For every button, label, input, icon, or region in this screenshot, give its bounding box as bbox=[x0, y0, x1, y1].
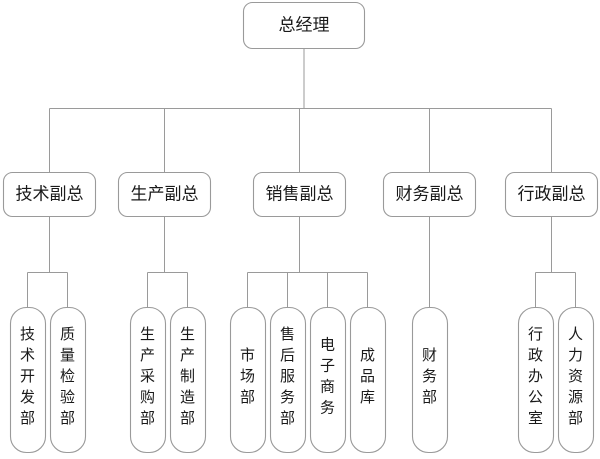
node-box-dept-tech-dev[interactable] bbox=[9, 306, 47, 454]
node-box-dept-manufacture[interactable] bbox=[169, 306, 207, 454]
node-box-dept-quality[interactable] bbox=[49, 306, 87, 454]
node-vp-finance[interactable]: 财务副总 bbox=[382, 171, 477, 218]
node-box-dept-admin-office[interactable] bbox=[517, 306, 555, 454]
node-label-general-manager: 总经理 bbox=[279, 15, 330, 34]
department-nodes: 技术开发部 质量检验部 生产采购部 生产制造部 市场部 售后服务部 电子商务 成品库 财务部 行政… bbox=[9, 306, 595, 454]
node-box-vp-finance[interactable] bbox=[382, 171, 477, 218]
node-label-dept-quality: 质量检验部 bbox=[60, 326, 75, 427]
node-label-vp-sales: 销售副总 bbox=[266, 184, 334, 203]
node-vp-tech[interactable]: 技术副总 bbox=[2, 171, 97, 218]
node-dept-tech-dev[interactable]: 技术开发部 bbox=[9, 306, 47, 454]
node-label-vp-finance: 财务副总 bbox=[396, 184, 464, 203]
node-dept-warehouse[interactable]: 成品库 bbox=[349, 306, 387, 454]
node-label-dept-manufacture: 生产制造部 bbox=[180, 326, 195, 427]
node-dept-manufacture[interactable]: 生产制造部 bbox=[169, 306, 207, 454]
node-label-vp-tech: 技术副总 bbox=[16, 184, 84, 203]
node-box-general-manager[interactable] bbox=[242, 1, 366, 50]
node-label-dept-market: 市场部 bbox=[240, 347, 255, 406]
node-label-dept-admin-office: 行政办公室 bbox=[528, 326, 543, 427]
node-vp-prod[interactable]: 生产副总 bbox=[117, 171, 212, 218]
node-box-dept-finance[interactable] bbox=[411, 306, 449, 454]
node-box-vp-prod[interactable] bbox=[117, 171, 212, 218]
node-dept-admin-office[interactable]: 行政办公室 bbox=[517, 306, 555, 454]
node-label-dept-ecommerce: 电子商务 bbox=[320, 337, 335, 417]
node-box-dept-warehouse[interactable] bbox=[349, 306, 387, 454]
node-box-dept-market[interactable] bbox=[229, 306, 267, 454]
node-dept-purchase[interactable]: 生产采购部 bbox=[129, 306, 167, 454]
node-box-dept-aftersales[interactable] bbox=[269, 306, 307, 454]
node-vp-sales[interactable]: 销售副总 bbox=[252, 171, 347, 218]
node-label-dept-hr: 人力资源部 bbox=[568, 326, 583, 427]
node-box-dept-ecommerce[interactable] bbox=[309, 306, 347, 454]
node-label-dept-finance: 财务部 bbox=[422, 347, 437, 406]
node-label-dept-warehouse: 成品库 bbox=[360, 347, 375, 406]
node-dept-quality[interactable]: 质量检验部 bbox=[49, 306, 87, 454]
node-dept-hr[interactable]: 人力资源部 bbox=[557, 306, 595, 454]
node-box-vp-admin[interactable] bbox=[504, 171, 599, 218]
node-label-dept-aftersales: 售后服务部 bbox=[280, 326, 295, 427]
node-label-vp-prod: 生产副总 bbox=[131, 184, 199, 203]
node-box-vp-tech[interactable] bbox=[2, 171, 97, 218]
node-box-dept-hr[interactable] bbox=[557, 306, 595, 454]
node-dept-aftersales[interactable]: 售后服务部 bbox=[269, 306, 307, 454]
node-label-dept-tech-dev: 技术开发部 bbox=[20, 326, 35, 427]
connector-lines bbox=[26, 48, 577, 308]
node-label-dept-purchase: 生产采购部 bbox=[140, 326, 155, 427]
node-dept-ecommerce[interactable]: 电子商务 bbox=[309, 306, 347, 454]
node-box-dept-purchase[interactable] bbox=[129, 306, 167, 454]
node-box-vp-sales[interactable] bbox=[252, 171, 347, 218]
node-vp-admin[interactable]: 行政副总 bbox=[504, 171, 599, 218]
node-label-vp-admin: 行政副总 bbox=[518, 184, 586, 203]
node-dept-finance[interactable]: 财务部 bbox=[411, 306, 449, 454]
node-dept-market[interactable]: 市场部 bbox=[229, 306, 267, 454]
node-general-manager[interactable]: 总经理 bbox=[242, 1, 366, 50]
